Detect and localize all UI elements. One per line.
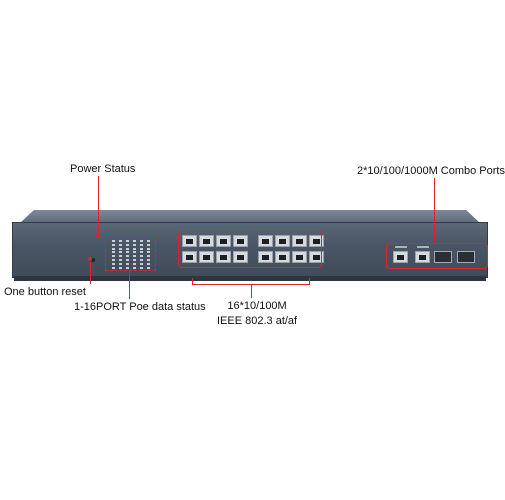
poe-guide-line [129, 271, 130, 299]
led-indicator [112, 259, 115, 261]
led-indicator [119, 251, 122, 254]
led-indicator [147, 243, 150, 246]
power-guide-line [98, 176, 99, 236]
rj45-port[interactable] [182, 235, 197, 247]
led-indicator [140, 259, 143, 261]
led-indicator-panel [108, 237, 153, 269]
rj45-port[interactable] [216, 251, 231, 263]
led-indicator [147, 255, 150, 258]
led-indicator [140, 251, 143, 254]
ports-spec-label: 16*10/100M IEEE 802.3 at/af [217, 299, 297, 329]
led-indicator [133, 240, 136, 242]
power-status-label: Power Status [70, 163, 136, 175]
led-indicator [112, 255, 115, 258]
led-indicator [140, 243, 143, 246]
led-indicator [133, 259, 136, 261]
led-indicator [112, 243, 115, 246]
led-indicator [147, 240, 150, 242]
led-indicator [112, 240, 115, 242]
led-indicator [133, 262, 136, 265]
led-indicator [140, 255, 143, 258]
led-indicator [133, 243, 136, 246]
rj45-port[interactable] [258, 235, 273, 247]
combo-sfp-port[interactable] [434, 251, 452, 263]
led-indicator [126, 259, 129, 261]
switch-base [14, 276, 486, 281]
led-indicator [119, 259, 122, 261]
led-indicator [126, 240, 129, 242]
port-print [395, 246, 407, 248]
power-guide-dot [96, 234, 100, 238]
led-indicator [126, 251, 129, 254]
rj45-port[interactable] [275, 235, 290, 247]
rj45-port[interactable] [258, 251, 273, 263]
rj45-port[interactable] [292, 235, 307, 247]
led-indicator [112, 262, 115, 265]
rj45-port[interactable] [199, 251, 214, 263]
led-indicator [133, 247, 136, 250]
rj45-port[interactable] [275, 251, 290, 263]
led-indicator [147, 251, 150, 254]
led-indicator [112, 247, 115, 250]
poe-status-label: 1-16PORT Poe data status [74, 301, 206, 313]
ports-highlight-box [178, 231, 322, 268]
combo-sfp-port[interactable] [457, 251, 475, 263]
led-indicator [112, 266, 115, 269]
led-highlight-box [105, 235, 156, 271]
led-indicator [147, 247, 150, 250]
ports-bracket-left [192, 278, 193, 285]
led-indicator [119, 262, 122, 265]
rj45-port[interactable] [199, 235, 214, 247]
rj45-port[interactable] [292, 251, 307, 263]
led-indicator [126, 255, 129, 258]
led-indicator [126, 266, 129, 269]
switch-top-panel [20, 210, 480, 223]
reset-guide-line [90, 262, 91, 284]
ports-spec-line2: IEEE 802.3 at/af [217, 315, 298, 327]
led-indicator [133, 251, 136, 254]
rj45-port[interactable] [233, 251, 248, 263]
port-print [417, 246, 429, 248]
led-indicator [147, 262, 150, 265]
combo-rj45-port[interactable] [415, 251, 430, 263]
led-indicator [119, 266, 122, 269]
led-indicator [133, 255, 136, 258]
reset-guide-dot [88, 257, 92, 261]
led-indicator [112, 251, 115, 254]
combo-ports-label: 2*10/100/1000M Combo Ports [357, 165, 505, 177]
led-indicator [126, 262, 129, 265]
led-indicator [140, 240, 143, 242]
combo-rj45-port[interactable] [393, 251, 408, 263]
led-indicator [119, 243, 122, 246]
reset-label: One button reset [4, 286, 86, 298]
ports-spec-line1: 16*10/100M [227, 300, 287, 312]
ports-bracket-stem [251, 284, 252, 298]
led-indicator [147, 259, 150, 261]
led-indicator [119, 247, 122, 250]
led-indicator [140, 266, 143, 269]
rj45-port[interactable] [309, 251, 324, 263]
led-indicator [140, 262, 143, 265]
led-indicator [119, 255, 122, 258]
rj45-port[interactable] [309, 235, 324, 247]
rj45-port[interactable] [233, 235, 248, 247]
led-indicator [126, 243, 129, 246]
ports-bracket-right [309, 278, 310, 285]
led-indicator [147, 266, 150, 269]
combo-guide-line [434, 178, 435, 243]
led-indicator [140, 247, 143, 250]
led-indicator [119, 240, 122, 242]
rj45-port[interactable] [182, 251, 197, 263]
led-indicator [126, 247, 129, 250]
led-indicator [133, 266, 136, 269]
reset-button[interactable] [91, 258, 95, 262]
rj45-port[interactable] [216, 235, 231, 247]
combo-highlight-box [386, 243, 488, 269]
